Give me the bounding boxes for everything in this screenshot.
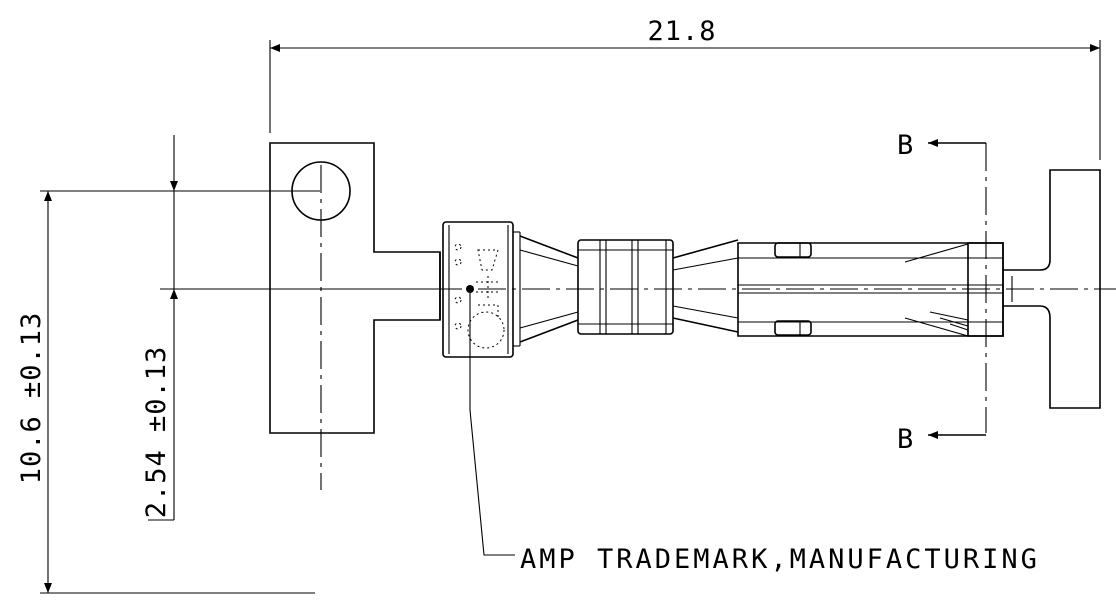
section-label-top: B <box>897 130 914 161</box>
length-dimension: 21.8 <box>269 16 1101 160</box>
contact-body <box>737 242 1004 337</box>
carrier-tab <box>269 142 441 434</box>
callout-leader <box>469 289 515 556</box>
pitch-dimension: 2.54 ±0.13 <box>141 135 440 521</box>
height-dimension: 10.6 ±0.13 <box>16 190 315 594</box>
length-dimension-label: 21.8 <box>647 16 716 47</box>
pitch-dimension-label: 2.54 ±0.13 <box>141 346 172 519</box>
transition-section <box>519 235 579 343</box>
end-strip <box>1003 169 1101 409</box>
section-cut-b-b: B B <box>897 130 987 455</box>
callout-text: AMP TRADEMARK,MANUFACTURING <box>520 544 1040 575</box>
section-label-bottom: B <box>897 424 914 455</box>
wire-crimp <box>577 239 674 335</box>
height-dimension-label: 10.6 ±0.13 <box>16 312 47 485</box>
neck-section <box>672 239 739 333</box>
pilot-hole <box>291 161 351 221</box>
trademark-callout: AMP TRADEMARK,MANUFACTURING <box>469 289 1040 575</box>
